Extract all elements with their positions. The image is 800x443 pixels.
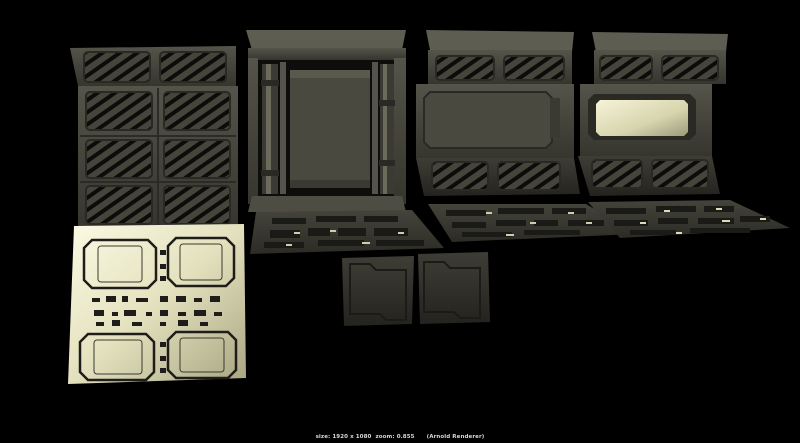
- panel-vent-wall: [70, 46, 238, 228]
- pipe-right: [372, 62, 395, 194]
- pipe-left: [261, 62, 286, 194]
- floor-tile-window: [588, 200, 790, 238]
- renderer-label: (Arnold Renderer): [426, 434, 485, 440]
- window-glow: [596, 100, 688, 136]
- status-bar: size: 1920 x 1080 zoom: 0.855 (Arnold Ren…: [0, 434, 800, 440]
- panel-console-wall: [416, 30, 580, 196]
- small-door-tile-right: [418, 252, 490, 324]
- panel-doorway: [246, 30, 406, 212]
- panel-window-wall: [578, 32, 728, 196]
- floor-tile-console: [428, 204, 636, 242]
- texture-sheet: [68, 224, 246, 384]
- render-size-readout: size: 1920 x 1080 zoom: 0.855: [315, 434, 415, 440]
- floor-tile-doorway: [250, 210, 444, 254]
- small-door-tile-left: [342, 256, 414, 326]
